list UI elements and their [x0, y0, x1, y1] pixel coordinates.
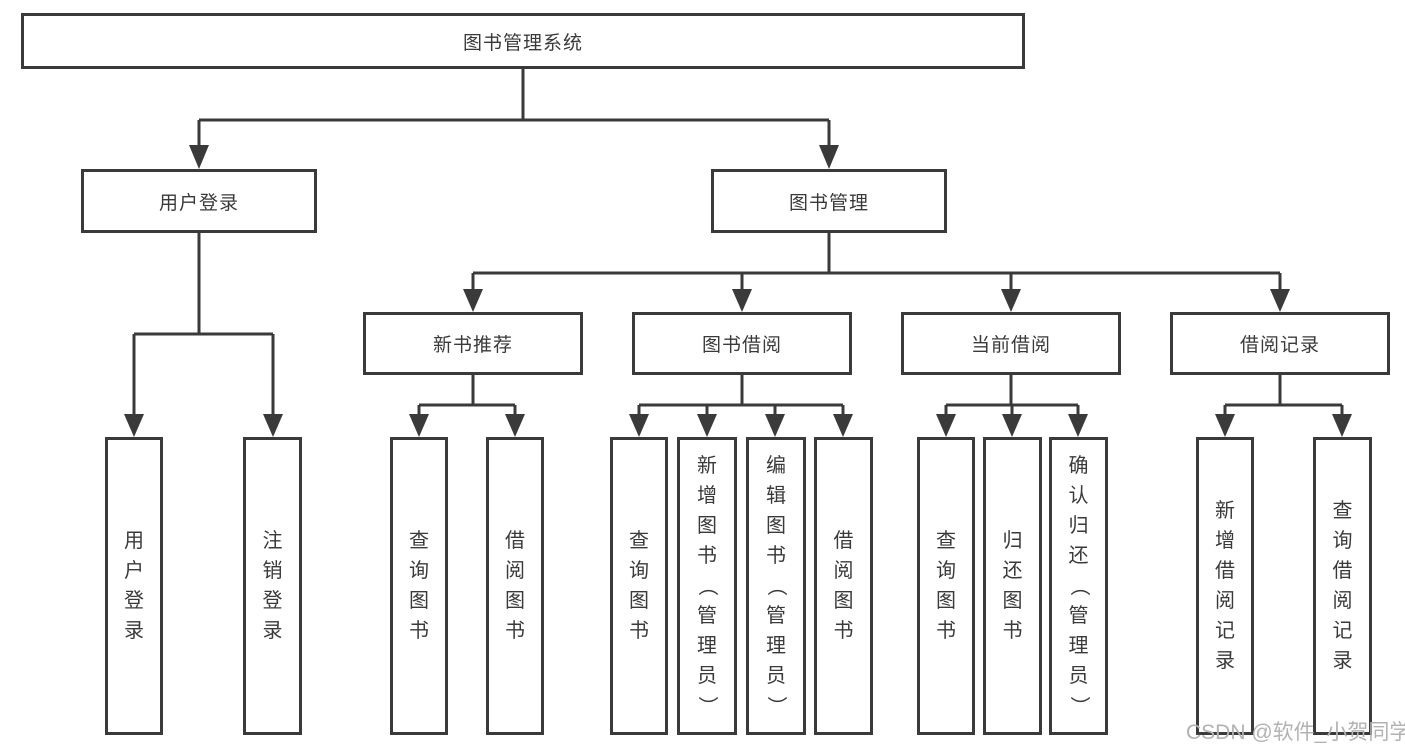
node-borrow-records: 借阅记录 — [1170, 312, 1390, 375]
connector-borrow-records-to-leaves — [1215, 375, 1352, 437]
arrow-down-icon — [936, 414, 956, 437]
arrow-down-icon — [629, 414, 649, 437]
leaf-user-login: 用户登录 — [105, 437, 163, 735]
leaf-edit-book-admin: 编辑图书（管理员） — [746, 437, 806, 735]
node-current-borrow: 当前借阅 — [901, 312, 1121, 375]
arrow-down-icon — [409, 414, 429, 437]
leaf-borrow-books: 借阅图书 — [814, 437, 873, 735]
leaf-query-books-borrow: 查询图书 — [610, 437, 668, 735]
arrow-down-icon — [732, 289, 752, 312]
leaf-confirm-return-admin: 确认归还（管理员） — [1049, 437, 1108, 735]
arrow-down-icon — [463, 289, 483, 312]
leaf-query-borrow-record: 查询借阅记录 — [1313, 437, 1372, 735]
connector-book-mgmt-to-level3 — [463, 233, 1290, 312]
arrow-down-icon — [1270, 289, 1290, 312]
leaf-query-books-recommend: 查询图书 — [390, 437, 448, 735]
arrow-down-icon — [765, 414, 785, 437]
leaf-logout: 注销登录 — [243, 437, 302, 735]
node-new-book-recommend: 新书推荐 — [363, 312, 583, 375]
arrow-down-icon — [124, 414, 144, 437]
connector-user-login-to-leaves — [124, 233, 283, 437]
node-book-borrow: 图书借阅 — [632, 312, 852, 375]
node-library-system: 图书管理系统 — [21, 13, 1025, 69]
arrow-down-icon — [697, 414, 717, 437]
leaf-borrow-books-recommend: 借阅图书 — [486, 437, 544, 735]
arrow-down-icon — [1215, 414, 1235, 437]
arrow-down-icon — [1332, 414, 1352, 437]
leaf-query-books-current: 查询图书 — [917, 437, 975, 735]
connector-current-borrow-to-leaves — [936, 375, 1088, 437]
watermark: CSDN @软件_小贺同学 — [1186, 721, 1405, 744]
arrow-down-icon — [505, 414, 525, 437]
arrow-down-icon — [819, 145, 839, 169]
arrow-down-icon — [833, 414, 853, 437]
connector-book-borrow-to-leaves — [629, 375, 853, 437]
arrow-down-icon — [189, 145, 209, 169]
arrow-down-icon — [1001, 289, 1021, 312]
leaf-add-book-admin: 新增图书（管理员） — [677, 437, 737, 735]
connector-new-book-rec-to-leaves — [409, 375, 525, 437]
arrow-down-icon — [263, 414, 283, 437]
leaf-add-borrow-record: 新增借阅记录 — [1196, 437, 1254, 735]
connector-root-to-level2 — [189, 69, 839, 169]
node-book-management: 图书管理 — [711, 169, 947, 233]
leaf-return-book: 归还图书 — [983, 437, 1042, 735]
node-user-login: 用户登录 — [81, 169, 317, 233]
arrow-down-icon — [1068, 414, 1088, 437]
arrow-down-icon — [1002, 414, 1022, 437]
